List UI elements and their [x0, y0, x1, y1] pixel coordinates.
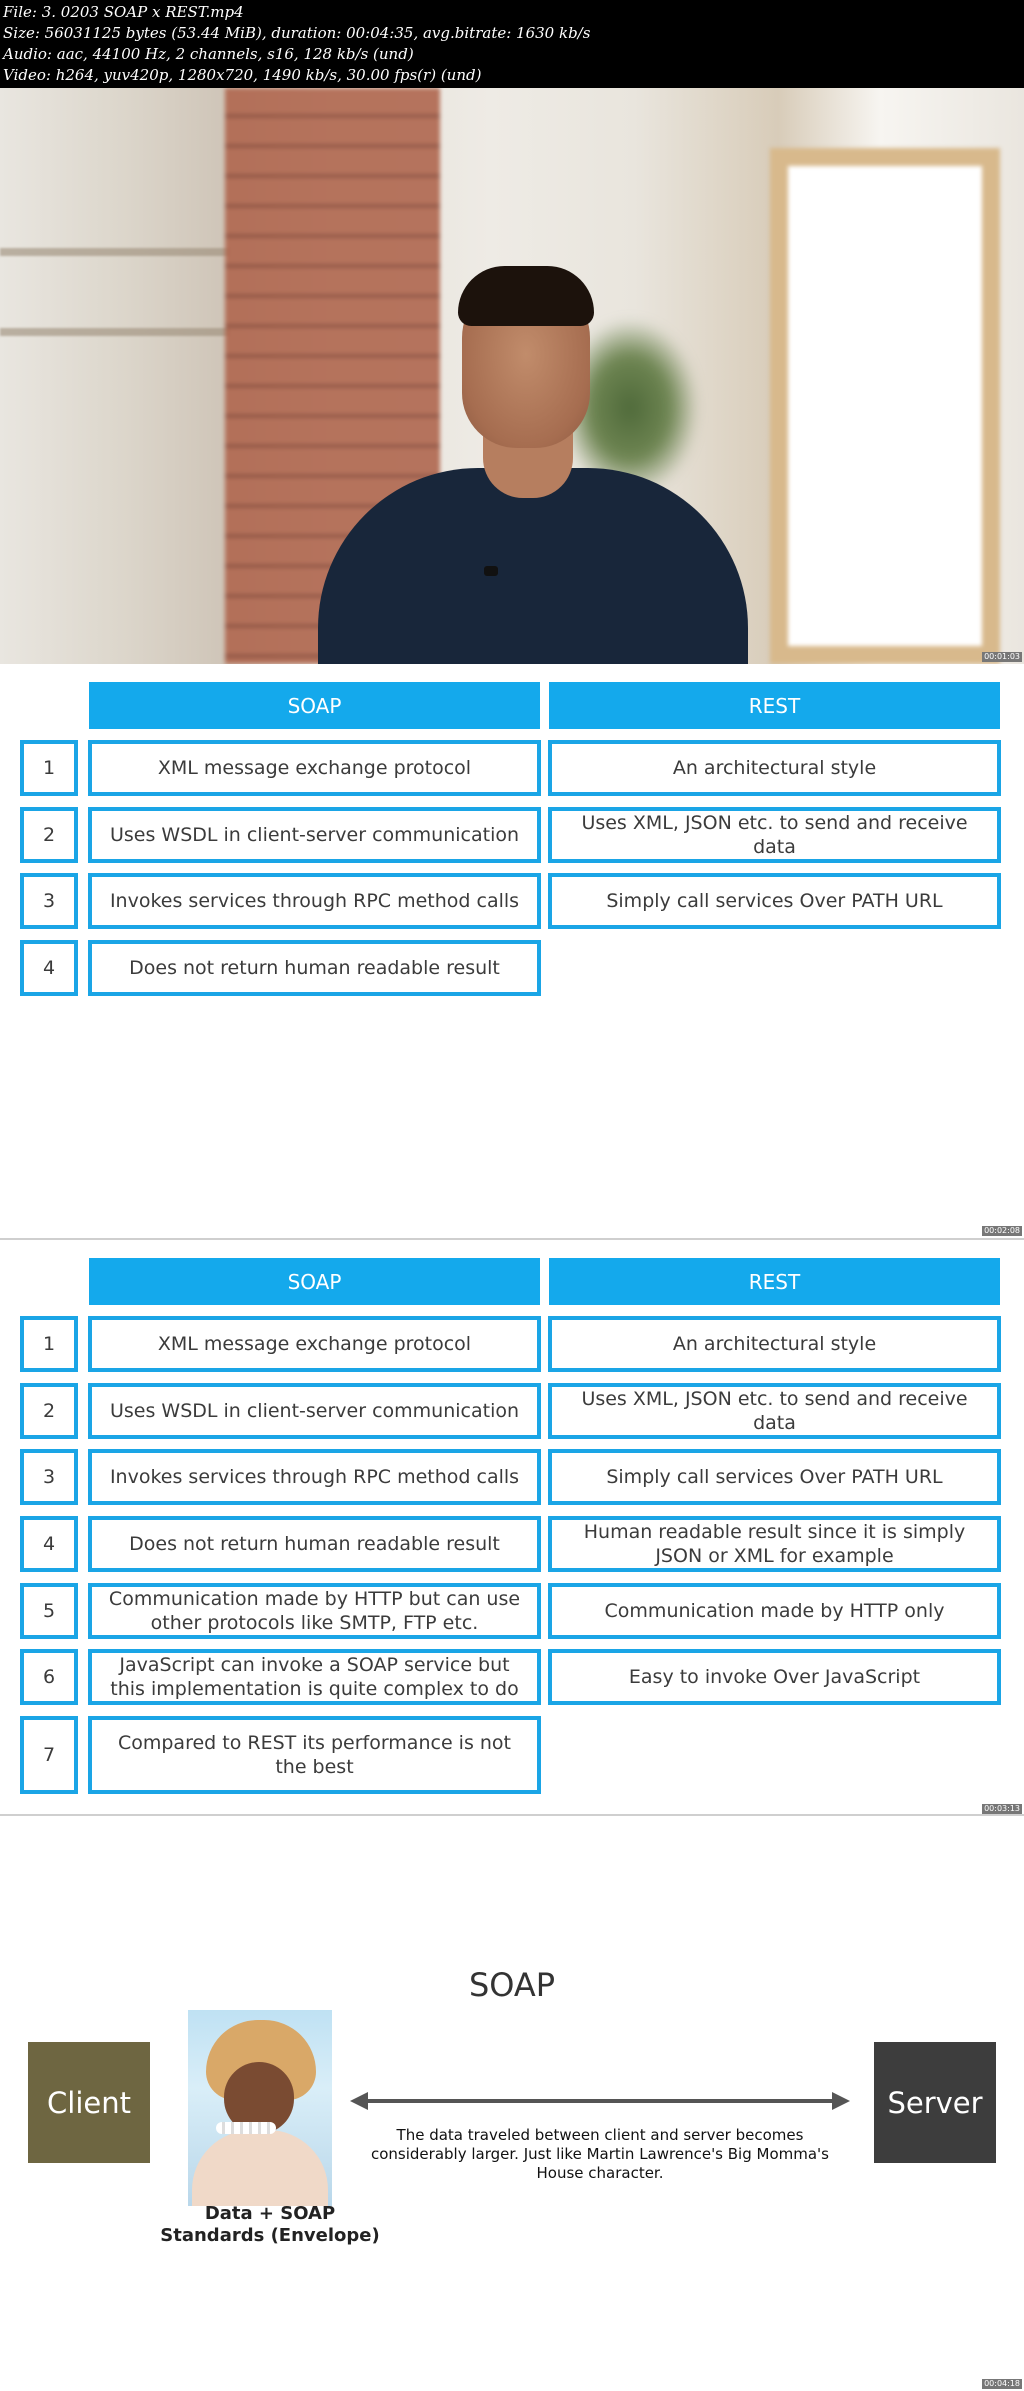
row-number: 1 — [20, 1316, 78, 1372]
rest-cell: Uses XML, JSON etc. to send and receive … — [548, 1383, 1001, 1439]
video-frame-table-partial: SOAP REST 1 XML message exchange protoco… — [0, 664, 1024, 1238]
shelf — [0, 248, 230, 256]
file-info-line: Size: 56031125 bytes (53.44 MiB), durati… — [3, 24, 591, 42]
double-arrow-icon — [350, 2092, 850, 2110]
soap-cell: Compared to REST its performance is not … — [88, 1716, 541, 1794]
file-info-line: File: 3. 0203 SOAP x REST.mp4 — [3, 3, 244, 21]
rest-cell: Uses XML, JSON etc. to send and receive … — [548, 807, 1001, 863]
soap-cell: Communication made by HTTP but can use o… — [88, 1583, 541, 1639]
rest-cell: Simply call services Over PATH URL — [548, 873, 1001, 929]
file-info-line: Audio: aac, 44100 Hz, 2 channels, s16, 1… — [3, 45, 414, 63]
shelf — [0, 328, 230, 336]
file-info-header: File: 3. 0203 SOAP x REST.mp4 Size: 5603… — [0, 0, 1024, 88]
soap-cell: Uses WSDL in client-server communication — [88, 807, 541, 863]
soap-cell: Uses WSDL in client-server communication — [88, 1383, 541, 1439]
photo-pearls — [216, 2122, 276, 2134]
timestamp: 00:04:18 — [982, 2379, 1022, 2389]
soap-cell: Invokes services through RPC method call… — [88, 1449, 541, 1505]
presenter-hair — [458, 266, 594, 326]
row-number: 4 — [20, 940, 78, 996]
soap-cell: Does not return human readable result — [88, 1516, 541, 1572]
rest-cell: Simply call services Over PATH URL — [548, 1449, 1001, 1505]
big-momma-photo — [188, 2010, 332, 2206]
rest-cell: An architectural style — [548, 1316, 1001, 1372]
header-soap: SOAP — [89, 1258, 540, 1305]
video-frame-table-full: SOAP REST 1 XML message exchange protoco… — [0, 1238, 1024, 1816]
row-number: 1 — [20, 740, 78, 796]
presenter-body — [318, 468, 748, 664]
header-rest: REST — [549, 682, 1000, 729]
row-number: 5 — [20, 1583, 78, 1639]
row-number: 7 — [20, 1716, 78, 1794]
client-box: Client — [28, 2042, 150, 2163]
diagram-description: The data traveled between client and ser… — [371, 2126, 829, 2182]
rest-cell: Communication made by HTTP only — [548, 1583, 1001, 1639]
lapel-mic — [484, 566, 498, 576]
header-soap: SOAP — [89, 682, 540, 729]
photo-dress — [192, 2130, 328, 2206]
video-frame-presenter: 00:01:03 — [0, 88, 1024, 664]
video-frame-soap-diagram: SOAP Client Data + SOAP Standards (Envel… — [0, 1814, 1024, 2391]
soap-cell: JavaScript can invoke a SOAP service but… — [88, 1649, 541, 1705]
rest-cell: Easy to invoke Over JavaScript — [548, 1649, 1001, 1705]
soap-cell: XML message exchange protocol — [88, 1316, 541, 1372]
row-number: 2 — [20, 807, 78, 863]
timestamp: 00:02:08 — [982, 1226, 1022, 1236]
rest-cell: Human readable result since it is simply… — [548, 1516, 1001, 1572]
server-box: Server — [874, 2042, 996, 2163]
diagram-title: SOAP — [468, 1966, 556, 2004]
row-number: 3 — [20, 873, 78, 929]
soap-cell: Does not return human readable result — [88, 940, 541, 996]
photo-caption: Data + SOAP Standards (Envelope) — [160, 2203, 380, 2246]
timestamp: 00:01:03 — [982, 652, 1022, 662]
row-number: 2 — [20, 1383, 78, 1439]
row-number: 4 — [20, 1516, 78, 1572]
header-rest: REST — [549, 1258, 1000, 1305]
rest-cell: An architectural style — [548, 740, 1001, 796]
row-number: 3 — [20, 1449, 78, 1505]
window — [770, 148, 1000, 664]
soap-cell: Invokes services through RPC method call… — [88, 873, 541, 929]
row-number: 6 — [20, 1649, 78, 1705]
timestamp: 00:03:13 — [982, 1804, 1022, 1814]
file-info-line: Video: h264, yuv420p, 1280x720, 1490 kb/… — [3, 66, 482, 84]
soap-cell: XML message exchange protocol — [88, 740, 541, 796]
